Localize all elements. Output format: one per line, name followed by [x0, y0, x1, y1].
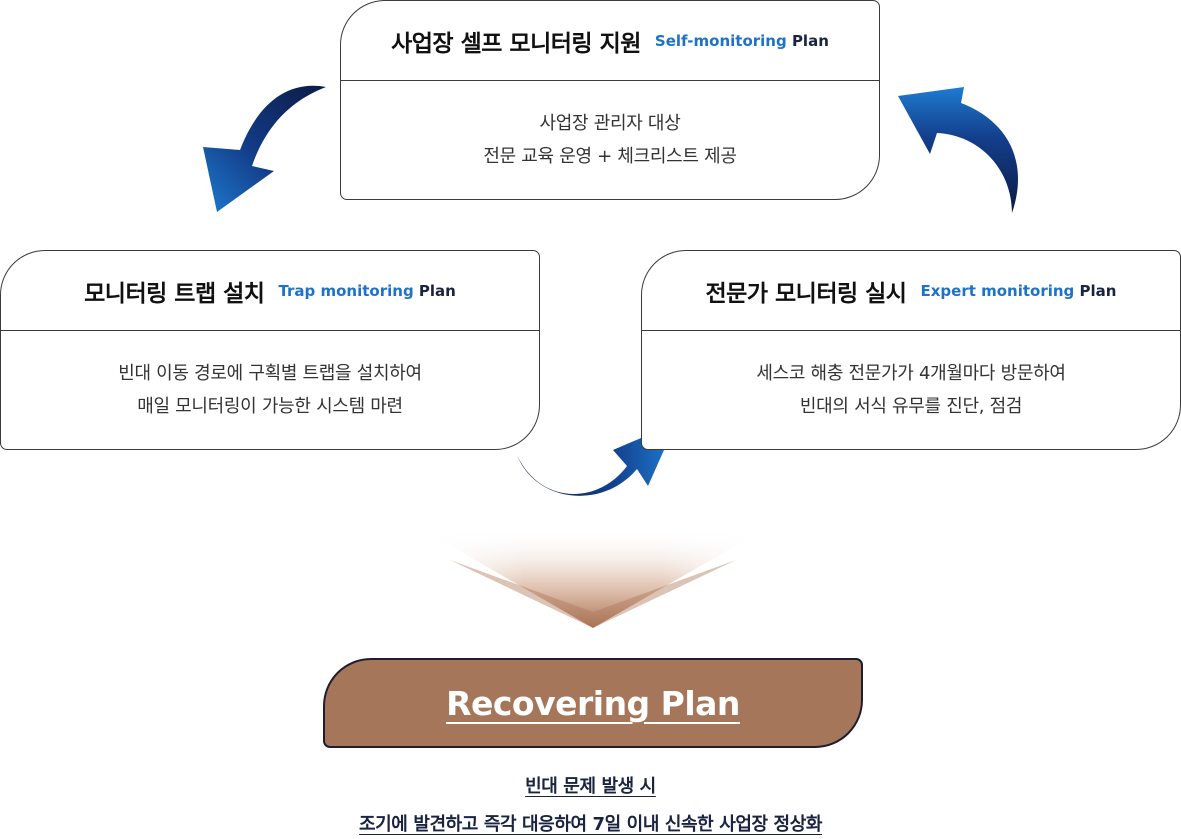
card-subtitle-plan: Plan [418, 281, 456, 300]
card-subtitle-plan: Plan [791, 31, 829, 50]
expert-monitoring-card: 전문가 모니터링 실시 Expert monitoring Plan 세스코 해… [641, 250, 1181, 450]
card-line: 빈대 이동 경로에 구획별 트랩을 설치하여 [118, 363, 422, 384]
curved-arrow-icon [517, 423, 676, 496]
card-title: 사업장 셀프 모니터링 지원 [391, 30, 641, 57]
card-body: 빈대 이동 경로에 구획별 트랩을 설치하여 매일 모니터링이 가능한 시스템 … [1, 331, 539, 449]
bottom-caption-line-1: 빈대 문제 발생 시 [525, 776, 656, 797]
card-line: 세스코 해충 전문가가 4개월마다 방문하여 [756, 363, 1066, 384]
card-line: 전문 교육 운영 + 체크리스트 제공 [483, 146, 737, 167]
self-monitoring-card: 사업장 셀프 모니터링 지원 Self-monitoring Plan 사업장 … [340, 0, 880, 200]
card-title: 모니터링 트랩 설치 [84, 280, 265, 307]
card-body: 사업장 관리자 대상 전문 교육 운영 + 체크리스트 제공 [341, 81, 879, 199]
card-header: 모니터링 트랩 설치 Trap monitoring Plan [1, 251, 539, 331]
card-line: 빈대의 서식 유무를 진단, 점검 [799, 396, 1023, 417]
card-subtitle-en: Self-monitoring [654, 31, 787, 50]
trap-monitoring-card: 모니터링 트랩 설치 Trap monitoring Plan 빈대 이동 경로… [0, 250, 540, 450]
curved-arrow-icon [203, 85, 326, 212]
recovering-plan-box: Recovering Plan [323, 658, 863, 748]
bottom-caption-line-2: 조기에 발견하고 즉각 대응하여 7일 이내 신속한 사업장 정상화 [358, 814, 823, 835]
card-header: 사업장 셀프 모니터링 지원 Self-monitoring Plan [341, 1, 879, 81]
card-header: 전문가 모니터링 실시 Expert monitoring Plan [642, 251, 1180, 331]
card-line: 매일 모니터링이 가능한 시스템 마련 [137, 396, 403, 417]
card-subtitle: Self-monitoring Plan [655, 32, 829, 50]
card-subtitle: Expert monitoring Plan [920, 282, 1116, 300]
down-chevron-icon [420, 528, 766, 628]
curved-arrow-icon [898, 87, 1019, 213]
card-subtitle-plan: Plan [1079, 281, 1117, 300]
card-body: 세스코 해충 전문가가 4개월마다 방문하여 빈대의 서식 유무를 진단, 점검 [642, 331, 1180, 449]
card-title: 전문가 모니터링 실시 [705, 280, 907, 307]
card-subtitle-en: Trap monitoring [278, 281, 414, 300]
recovering-plan-label: Recovering Plan [446, 683, 740, 723]
card-subtitle: Trap monitoring Plan [278, 282, 455, 300]
card-line: 사업장 관리자 대상 [539, 113, 681, 134]
card-subtitle-en: Expert monitoring [920, 281, 1075, 300]
